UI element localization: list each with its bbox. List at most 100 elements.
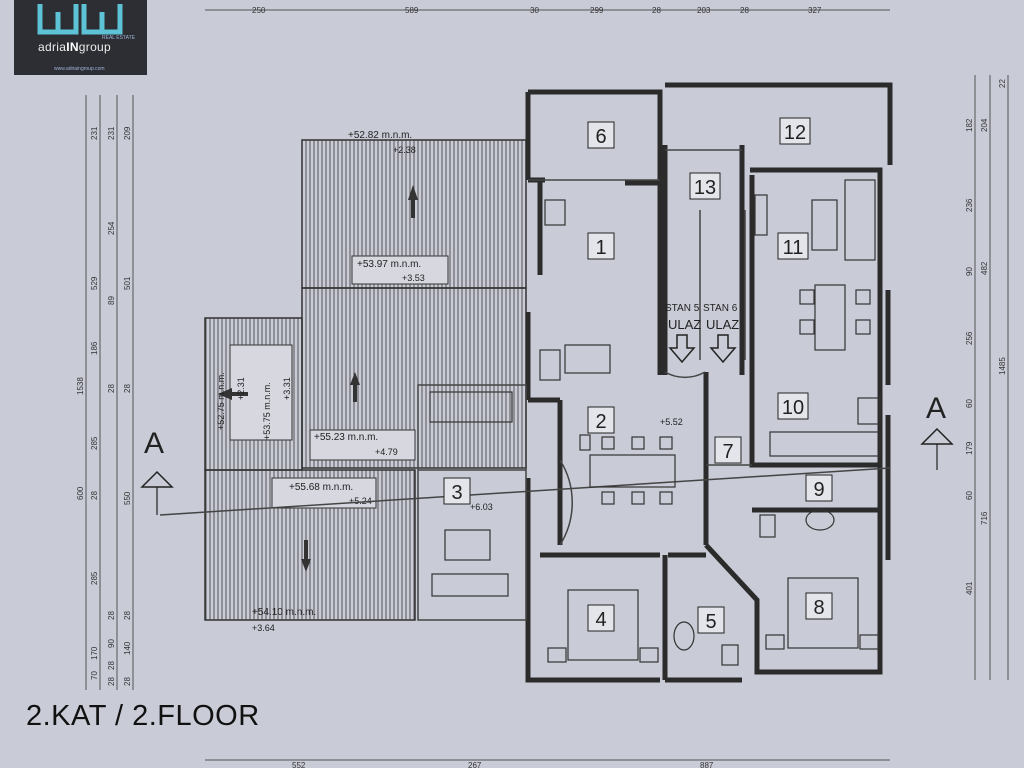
top-dimensions: 250 589 30 299 28 203 28 327 (252, 6, 822, 15)
dim-left: 285 (90, 571, 99, 585)
right-dimensions: 182 236 90 256 60 179 60 401 204 482 716… (965, 79, 1007, 595)
dim-left: 70 (90, 671, 99, 680)
dim-left: 28 (107, 661, 116, 670)
dim-left: 28 (90, 491, 99, 500)
entrance-label: ULAZ (706, 317, 739, 332)
room-12: 12 (779, 117, 811, 145)
elevation: +6.03 (470, 502, 493, 512)
section-markers: A A (140, 392, 954, 515)
room-number: 6 (595, 126, 606, 148)
triangle-icon (920, 427, 954, 445)
elevation: +4.79 (375, 447, 398, 457)
room-13: 13 (689, 172, 721, 200)
dim-left: 550 (123, 491, 132, 505)
dim-left: 28 (107, 611, 116, 620)
logo-mark-icon (37, 4, 123, 35)
roof-areas (204, 139, 527, 621)
company-logo: REAL ESTATE adriaINgroup www.adriaingrou… (14, 0, 147, 75)
dim-top: 589 (405, 6, 419, 15)
dim-right: 22 (998, 79, 1007, 88)
dim-bottom: 267 (468, 761, 482, 768)
elevation: +55.68 m.n.m. (289, 482, 353, 493)
dim-left: 28 (123, 384, 132, 393)
room-number: 7 (722, 441, 733, 463)
room-3: 3 (443, 477, 471, 505)
bottom-dimensions: 552 267 887 (292, 761, 714, 768)
dim-left: 501 (123, 276, 132, 290)
dim-right: 179 (965, 441, 974, 455)
dim-right: 204 (980, 118, 989, 132)
room-number: 9 (813, 479, 824, 501)
dim-top: 250 (252, 6, 266, 15)
dim-left: 231 (107, 126, 116, 140)
elevation: +53.75 m.n.m. (262, 382, 272, 440)
elevation: +3.53 (402, 273, 425, 283)
dim-right: 182 (965, 118, 974, 132)
arrow-down-icon (668, 334, 696, 364)
entrance-apt: STAN 5 (665, 303, 700, 314)
dim-right: 401 (965, 581, 974, 595)
dim-top: 30 (530, 6, 539, 15)
room-1: 1 (587, 232, 615, 260)
floor-label: 2.KAT / 2.FLOOR (26, 700, 260, 732)
elevation: +52.75 m.n.m. (216, 372, 226, 430)
room-number: 8 (813, 597, 824, 619)
elevation: +54.10 m.n.m. (252, 607, 316, 618)
dim-right: 482 (980, 261, 989, 275)
room-8: 8 (805, 592, 833, 620)
dim-left: 600 (76, 486, 85, 500)
dim-right: 90 (965, 267, 974, 276)
room-number: 12 (784, 122, 806, 144)
dim-left: 231 (90, 126, 99, 140)
dim-right: 236 (965, 198, 974, 212)
room-2: 2 (587, 406, 615, 434)
dim-left: 285 (90, 436, 99, 450)
room-5: 5 (697, 606, 725, 634)
elevation: +5.52 (660, 417, 683, 427)
elevation: +2.31 (236, 377, 246, 400)
dim-right: 716 (980, 511, 989, 525)
elevation-labels: +52.82 m.n.m. +2.38 +53.97 m.n.m. +3.53 … (216, 130, 683, 633)
elevation: +3.31 (282, 377, 292, 400)
room-number: 5 (705, 611, 716, 633)
dim-left: 170 (90, 646, 99, 660)
dim-left: 529 (90, 276, 99, 290)
entrance-label: ULAZ (668, 317, 701, 332)
logo-url: www.adriaingroup.com (54, 66, 105, 72)
arrow-down-icon (709, 334, 737, 364)
logo-brand: adriaINgroup (38, 40, 111, 54)
room-7: 7 (714, 436, 742, 464)
room-9: 9 (805, 474, 833, 502)
dim-top: 327 (808, 6, 822, 15)
room-4: 4 (587, 604, 615, 632)
dim-right: 60 (965, 491, 974, 500)
interior-lines (159, 149, 891, 621)
room-10: 10 (777, 392, 809, 420)
room-labels: 6 12 13 1 11 2 10 3 7 9 4 5 8 (443, 117, 833, 634)
dim-left: 28 (107, 384, 116, 393)
entrances: STAN 5 STAN 6 ULAZ ULAZ (665, 303, 739, 364)
dim-left: 28 (123, 611, 132, 620)
entrance-apt: STAN 6 (703, 303, 738, 314)
room-11: 11 (777, 232, 809, 260)
elevation: +55.23 m.n.m. (314, 432, 378, 443)
room-number: 11 (783, 237, 804, 259)
dim-left: 254 (107, 221, 116, 235)
room-number: 1 (595, 237, 606, 259)
room-number: 3 (451, 482, 462, 504)
dim-right: 256 (965, 331, 974, 345)
dim-top: 299 (590, 6, 604, 15)
dim-right: 1485 (998, 357, 1007, 375)
triangle-icon (140, 470, 174, 488)
section-marker-right: A (926, 392, 946, 425)
dim-top: 28 (652, 6, 661, 15)
dim-top: 28 (740, 6, 749, 15)
dim-left: 209 (123, 126, 132, 140)
elevation: +3.64 (252, 623, 275, 633)
logo-tagline: REAL ESTATE (102, 35, 135, 41)
section-marker-left: A (144, 427, 164, 460)
elevation: +53.97 m.n.m. (357, 259, 421, 270)
dim-left: 28 (123, 677, 132, 686)
room-number: 2 (595, 411, 606, 433)
